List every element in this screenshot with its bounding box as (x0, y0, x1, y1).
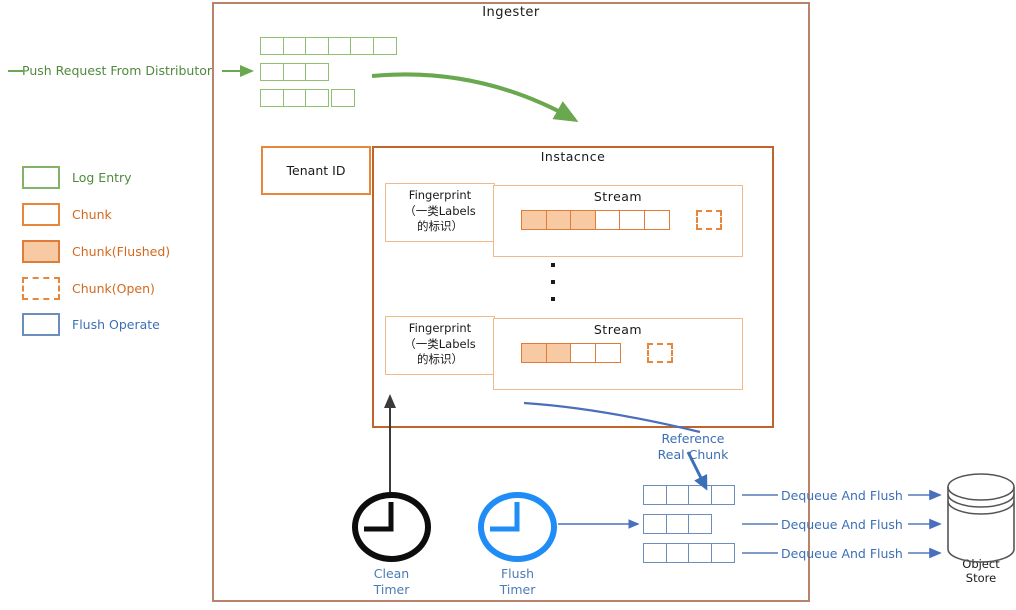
fingerprint-box: Fingerprint （一类Labels 的标识） (385, 316, 495, 375)
clean-timer-label: Clean Timer (352, 566, 431, 597)
log-entry-row (260, 37, 397, 55)
flush-queue-cell (665, 514, 690, 534)
fingerprint-line-3: 的标识） (417, 219, 463, 234)
fingerprint-line-2: （一类Labels (404, 336, 476, 351)
tenant-id-box: Tenant ID (261, 146, 371, 195)
stream-box: Stream (493, 185, 743, 257)
reference-real-chunk-label: Reference Real Chunk (645, 431, 741, 462)
chunk-strip (521, 210, 742, 230)
log-entry-cell (260, 37, 284, 55)
fingerprint-line-2: （一类Labels (404, 203, 476, 218)
log-entry-cell (260, 63, 284, 81)
stream-box: Stream (493, 318, 743, 390)
flush-operate-swatch (22, 313, 60, 336)
fingerprint-box: Fingerprint （一类Labels 的标识） (385, 183, 495, 242)
log-entry-cell (282, 89, 307, 107)
fingerprint-line-3: 的标识） (417, 352, 463, 367)
log-entry-cell (327, 37, 352, 55)
log-entry-cell (350, 37, 374, 55)
chunk-open (696, 210, 722, 230)
fingerprint-line-1: Fingerprint (408, 321, 472, 335)
flush-queue-cell (643, 543, 667, 563)
log-entry-cell (282, 63, 307, 81)
dequeue-and-flush-label: Dequeue And Flush (781, 517, 903, 532)
flush-queue-row (643, 514, 712, 534)
chunk-flushed-swatch (22, 240, 60, 263)
object-store-label-line1: Object (962, 557, 1000, 571)
chunk-open-swatch (22, 277, 60, 300)
legend-label-chunk-flushed: Chunk(Flushed) (72, 244, 171, 259)
flush-queue-row (643, 485, 735, 505)
ingester-frame (212, 2, 810, 602)
flush-queue-cell (688, 543, 712, 563)
chunk (594, 210, 621, 230)
stream-title: Stream (593, 189, 643, 204)
log-entry-cell (305, 89, 329, 107)
log-entry-cell (330, 89, 355, 107)
stream-ellipsis (551, 263, 559, 314)
flush-queue-row (643, 543, 735, 563)
object-store-label-line2: Store (965, 571, 997, 586)
push-request-label: Push Request From Distributor (22, 63, 213, 78)
instance-title: Instacnce (540, 149, 606, 164)
dequeue-and-flush-label: Dequeue And Flush (781, 546, 903, 561)
stream-title: Stream (593, 322, 643, 337)
flush-queue-cell (688, 485, 712, 505)
flush-queue-cell (710, 485, 735, 505)
chunk-strip (521, 343, 742, 363)
flush-queue-cell (665, 485, 690, 505)
chunk (570, 343, 596, 363)
chunk-flushed (570, 210, 596, 230)
log-entry-cell (305, 37, 329, 55)
clean-timer-clock-icon (352, 492, 431, 562)
chunk-flushed (545, 343, 572, 363)
flush-queue-cell (665, 543, 690, 563)
flush-queue-cell (710, 543, 735, 563)
dequeue-and-flush-label: Dequeue And Flush (781, 488, 903, 503)
chunk-flushed (521, 210, 547, 230)
log-entry-cell (372, 37, 397, 55)
flush-timer-clock-icon (478, 492, 557, 562)
clean-timer-label-line2: Timer (373, 581, 410, 597)
object-store-cylinder-icon (947, 473, 1015, 563)
chunk-flushed (521, 343, 547, 363)
chunk-swatch (22, 203, 60, 226)
flush-timer-label-line1: Flush (500, 566, 535, 581)
reference-label-line2: Real Chunk (657, 446, 729, 462)
chunk-flushed (545, 210, 572, 230)
chunk-open (647, 343, 673, 363)
chunk (594, 343, 621, 363)
chunk (619, 210, 645, 230)
fingerprint-line-1: Fingerprint (408, 188, 472, 202)
flush-queue-cell (643, 514, 667, 534)
log-entry-cell (282, 37, 307, 55)
legend-label-log-entry: Log Entry (72, 170, 132, 185)
legend-label-chunk: Chunk (72, 207, 112, 222)
flush-queue-cell (688, 514, 712, 534)
reference-label-line1: Reference (661, 431, 725, 446)
flush-timer-label-line2: Timer (499, 581, 536, 597)
flush-queue-cell (643, 485, 667, 505)
legend-label-flush-operate: Flush Operate (72, 317, 160, 332)
object-store-label: Object Store (944, 557, 1016, 586)
legend-label-chunk-open: Chunk(Open) (72, 281, 155, 296)
chunk (643, 210, 670, 230)
log-entry-row (260, 63, 329, 81)
log-entry-cell (260, 89, 284, 107)
clean-timer-label-line1: Clean (373, 566, 410, 581)
flush-timer-label: Flush Timer (478, 566, 557, 597)
ingester-title: Ingester (482, 5, 540, 20)
log-entry-row (260, 89, 355, 107)
log-entry-swatch (22, 166, 60, 189)
log-entry-cell (305, 63, 329, 81)
